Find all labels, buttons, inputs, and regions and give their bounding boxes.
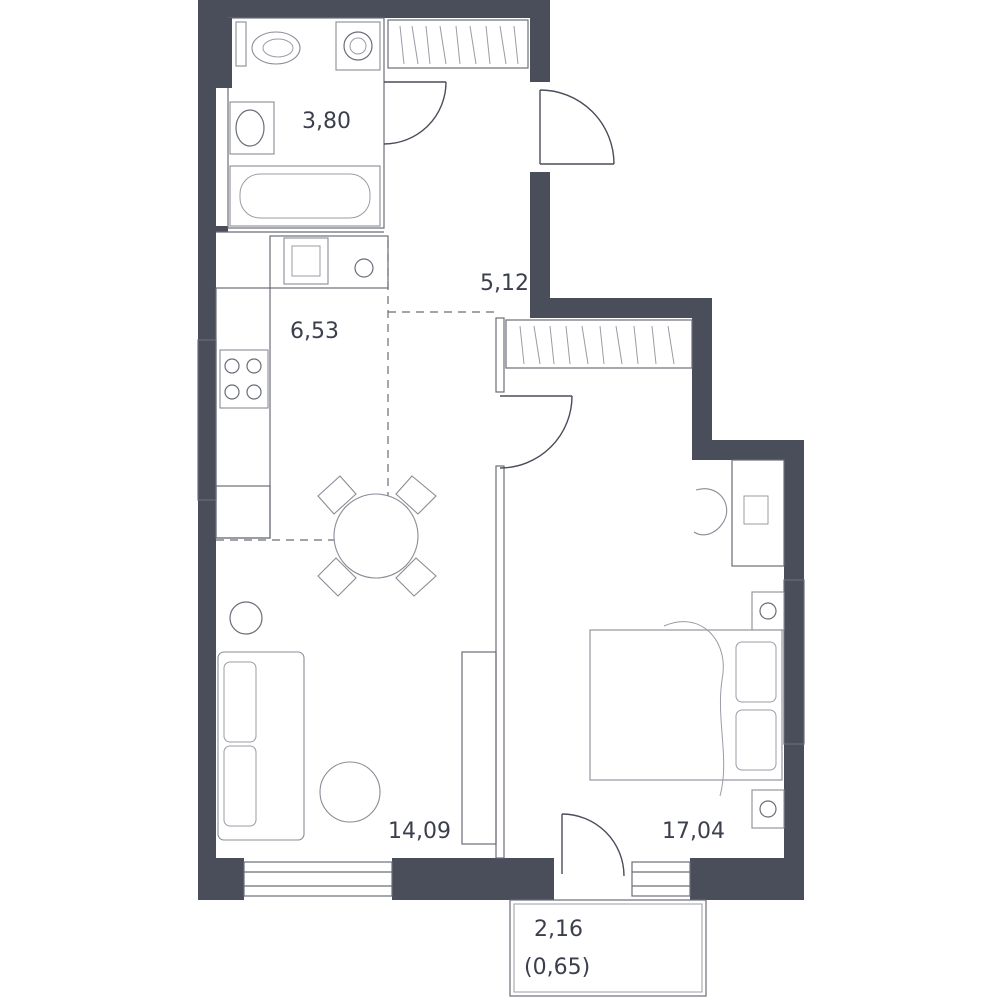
wall-bottom-mid-block [392,858,554,900]
fridge-icon [215,485,271,539]
nightstand-icon [751,591,785,631]
doors [383,81,625,877]
dining-table-icon [333,493,419,579]
window-living [243,861,393,897]
tv-stand-icon [461,651,497,845]
partition-living-bedroom [495,465,505,859]
chair-icon [317,557,357,597]
wall-bottom-right-block [690,858,804,900]
wall-left [198,0,216,900]
wall-bedroom-step [692,298,712,460]
wall-hall-right-mid [530,172,550,302]
kitchen-counter-side [215,287,271,539]
bedroom-door-swing [499,395,573,469]
chair-icon [395,557,437,597]
sofa-icon [217,651,305,841]
desk-chair-icon [693,488,728,536]
living-furniture [217,601,497,845]
coffee-table-icon [319,761,381,823]
window-bedroom-right [783,579,805,745]
faucet-icon [354,258,374,278]
area-balcony-reduced: (0,65) [524,955,590,980]
area-living-room: 14,09 [388,819,451,844]
wall-bedroom-upper-right [692,440,804,460]
bathtub-icon [229,165,381,227]
area-bathroom: 3,80 [302,109,351,134]
wall-bath-stub [216,226,228,232]
bath-partition [227,17,385,229]
window-bedroom [631,861,691,897]
entrance-door-swing [539,89,615,165]
chair-icon [317,475,357,515]
wall-right [784,440,804,900]
kitchen-fixtures [215,235,389,539]
floor-lamp-icon [229,601,263,635]
wardrobe-bedroom [505,319,693,369]
kitchen-sink-icon [283,237,329,285]
bed-icon [589,629,783,781]
bedroom-furniture [589,459,785,829]
bath-door-swing [383,81,447,145]
partition-hall-bedroom [495,317,505,393]
area-labels: 3,80 5,12 6,53 14,09 17,04 2,16 (0,65) [290,109,725,980]
kitchen-counter-top [269,235,389,289]
wall-bedroom-top [530,298,712,318]
wall-top [198,0,550,18]
toilet-tank [235,21,247,67]
area-kitchen: 6,53 [290,319,339,344]
washing-machine-icon [335,21,381,71]
stove-icon [219,349,269,409]
wardrobe-hall [387,19,529,69]
area-hallway: 5,12 [480,271,529,296]
wall-bottom-left-block [198,858,244,900]
nightstand-icon [751,789,785,829]
area-balcony: 2,16 [534,917,583,942]
walls [198,0,804,900]
wall-bath-left-thick [216,18,232,88]
area-bedroom: 17,04 [662,819,725,844]
wall-hall-right-top [530,0,550,82]
balcony [509,899,707,997]
desk-icon [731,459,785,567]
dining-set [317,475,437,597]
chair-icon [395,475,437,515]
balcony-door-swing [561,813,625,877]
toilet-icon [251,31,301,65]
bathroom-fixtures [229,21,381,227]
